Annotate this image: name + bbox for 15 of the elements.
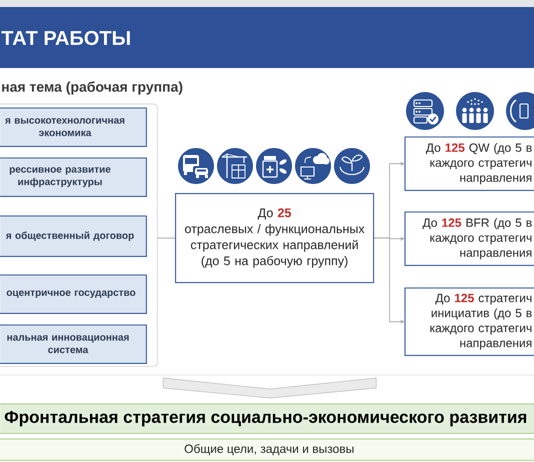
topic-box: я общественный договор [0, 215, 147, 257]
strategy-band: Фронтальная стратегия социально-экономического развития [0, 404, 534, 434]
title-banner: ТАТ РАБОТЫ [0, 7, 534, 68]
topic-box: оцентричное государство [0, 274, 147, 314]
result-box: До 125 BFR (до 5 в каждого стратегич направления [404, 211, 534, 266]
panel-frame [0, 104, 158, 367]
target-box: До 25 отраслевых / функциональных стратегических направлений (до 5 на рабочую группу) [175, 193, 374, 284]
topic-box: нальная инновационная система [0, 324, 147, 364]
chevron-arrow [162, 378, 377, 398]
topic-box: рессивное развитие инфраструктуры [0, 157, 147, 197]
topic-box: я высокотехнологичная экономика [0, 107, 147, 147]
heading: ная тема (рабочая группа) [2, 81, 182, 95]
goals-band: Общие цели, задачи и вызовы [0, 438, 534, 461]
result-box: До 125 стратегич инициатив (до 5 в каждого стратегич направления [404, 287, 534, 356]
result-box: До 125 QW (до 5 в каждого стратегич направления [404, 136, 534, 191]
